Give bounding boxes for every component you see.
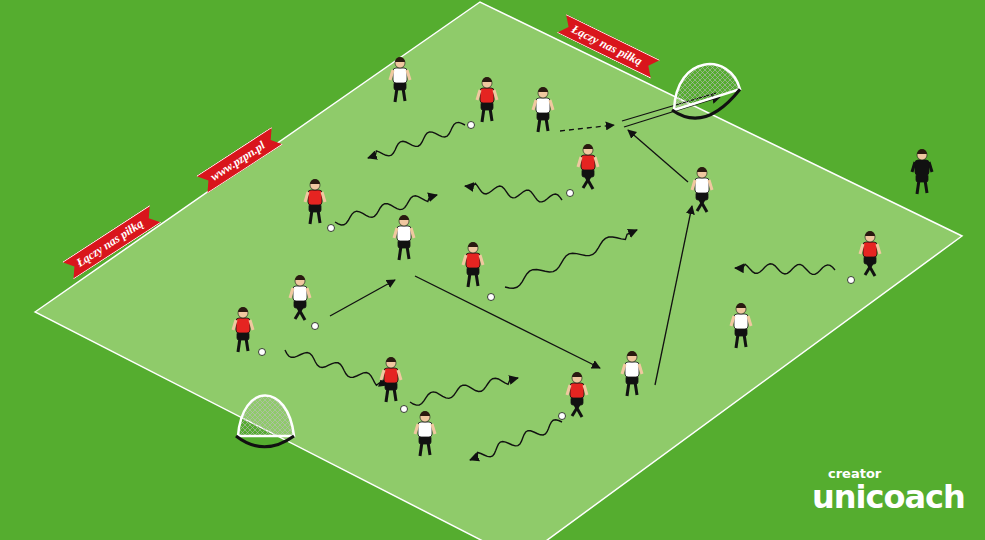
dribble-line xyxy=(465,183,562,202)
player xyxy=(390,57,410,102)
ball xyxy=(401,406,408,413)
player xyxy=(567,372,587,417)
player xyxy=(290,275,310,320)
ball xyxy=(488,294,495,301)
player xyxy=(415,411,435,456)
ball xyxy=(567,190,574,197)
ball xyxy=(312,323,319,330)
goal-line xyxy=(236,436,294,447)
goal-net xyxy=(674,64,740,110)
player xyxy=(463,242,483,287)
pass-arrow xyxy=(330,280,395,316)
player xyxy=(692,167,712,212)
pass-arrow xyxy=(655,206,692,385)
dribble-line xyxy=(505,230,637,288)
shot-arrow xyxy=(624,97,720,127)
player xyxy=(477,77,497,122)
player xyxy=(305,179,325,224)
ball xyxy=(328,225,335,232)
pitch xyxy=(35,2,962,540)
goal xyxy=(236,396,294,447)
dribble-line xyxy=(368,122,465,158)
ball xyxy=(259,349,266,356)
goal-net xyxy=(238,396,294,437)
dribble-line xyxy=(735,264,835,275)
player xyxy=(731,303,751,348)
player xyxy=(233,307,253,352)
dribble-line xyxy=(470,420,562,460)
dribble-line xyxy=(335,195,437,225)
dribble-line xyxy=(410,378,518,405)
pass-arrow xyxy=(628,130,688,182)
pass-arrow xyxy=(415,276,600,368)
logo-text: unicoach xyxy=(812,478,965,516)
player xyxy=(578,144,598,189)
player xyxy=(533,87,553,132)
goal xyxy=(672,64,740,118)
ball xyxy=(468,122,475,129)
dribble-line xyxy=(285,350,388,385)
player xyxy=(394,215,414,260)
ball xyxy=(848,277,855,284)
player xyxy=(860,231,880,276)
run-arrow xyxy=(560,125,614,131)
ball xyxy=(559,413,566,420)
goal-line xyxy=(672,89,740,118)
player xyxy=(622,351,642,396)
player xyxy=(381,357,401,402)
player xyxy=(912,149,932,194)
